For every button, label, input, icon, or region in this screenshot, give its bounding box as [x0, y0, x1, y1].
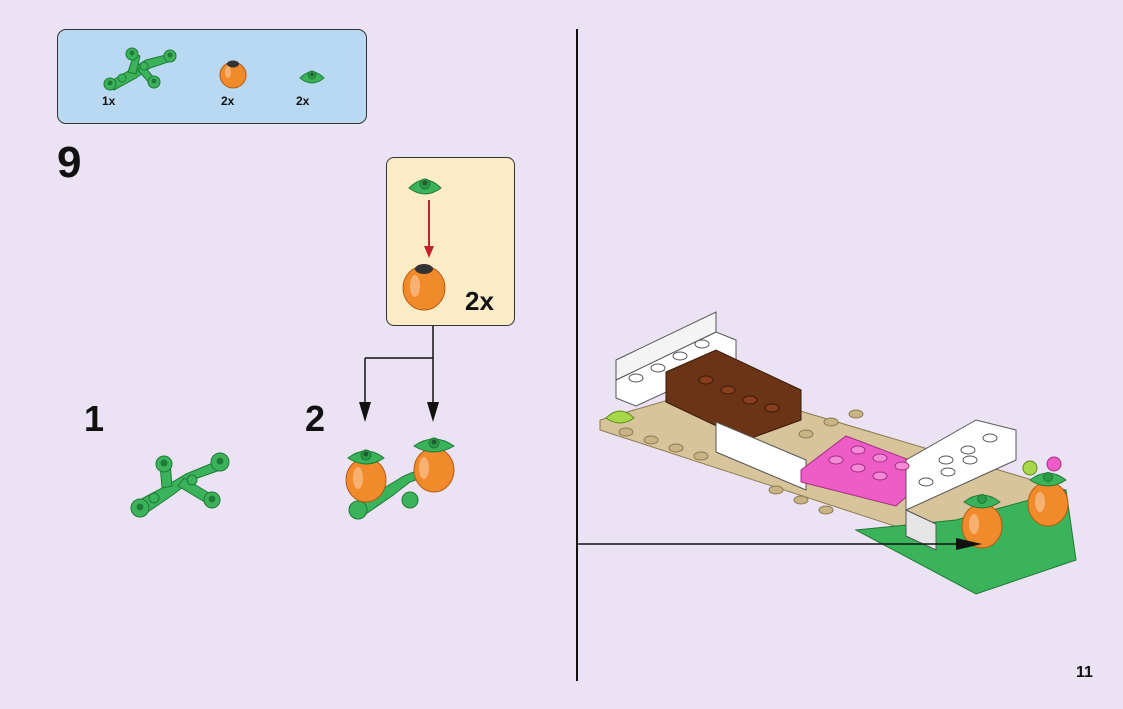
- orange-round-brick-icon: [219, 60, 247, 89]
- substep-number-1: 1: [84, 398, 105, 439]
- callout-box: 2x: [386, 157, 515, 326]
- green-leaf-plate-icon: [408, 178, 442, 195]
- green-branch-plate-icon: [103, 47, 177, 91]
- page-divider: [576, 29, 578, 681]
- orange-round-brick-icon: [402, 264, 446, 311]
- parts-list-box: 1x 2x 2x: [57, 29, 367, 124]
- substep-number-2: 2: [305, 398, 326, 439]
- red-arrow-icon: [424, 200, 434, 258]
- callout-connector-arrows: [359, 326, 439, 422]
- qty-label-leaf: 2x: [296, 94, 310, 108]
- step-number: 9: [57, 138, 82, 187]
- qty-label-branch: 1x: [102, 94, 116, 108]
- page-number: 11: [1076, 664, 1093, 681]
- placement-arrow: [578, 538, 982, 550]
- green-leaf-plate-icon: [299, 70, 325, 84]
- qty-label-orange: 2x: [221, 94, 235, 108]
- green-branch-plate-icon: [130, 452, 230, 518]
- callout-multiplier: 2x: [465, 286, 494, 316]
- branch-with-oranges-icon: [345, 437, 455, 520]
